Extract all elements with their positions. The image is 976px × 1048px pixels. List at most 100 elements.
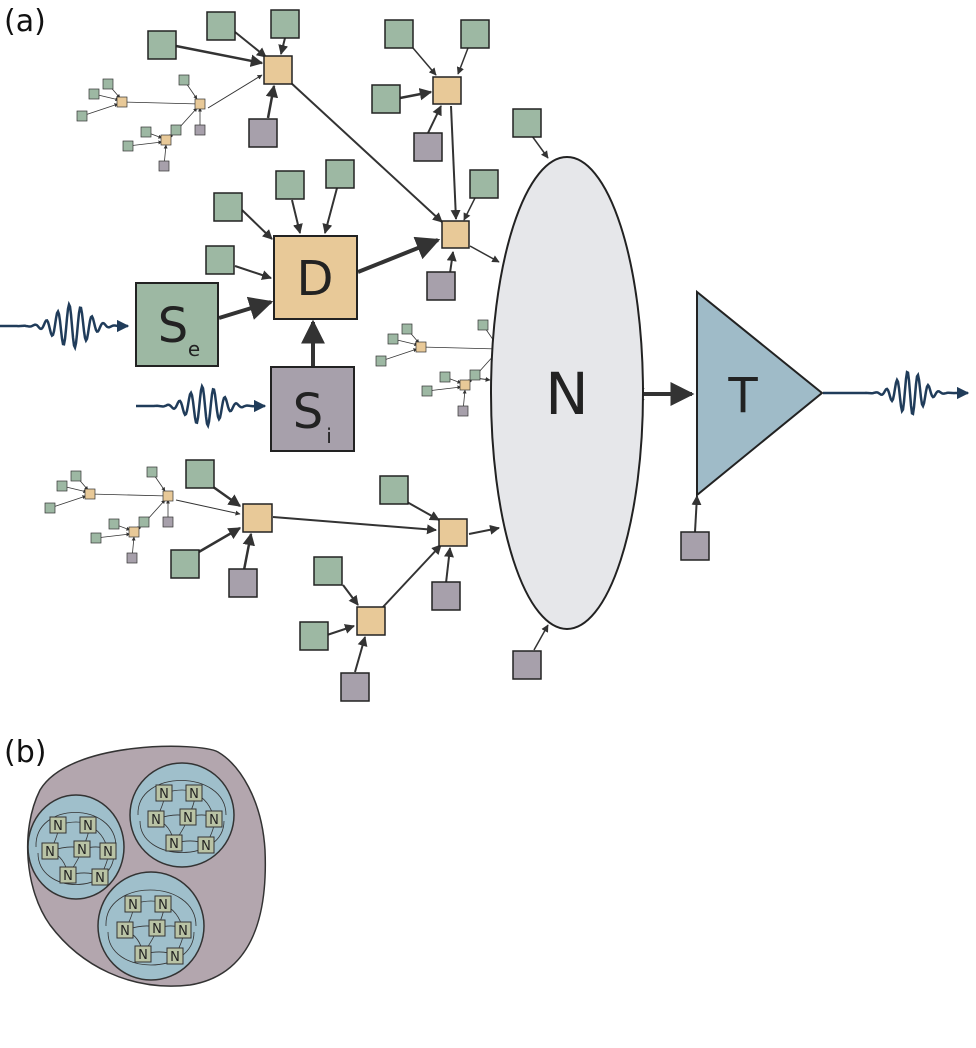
mini-network <box>375 319 505 417</box>
edge <box>469 245 500 263</box>
module-node-n-label: N <box>83 819 93 834</box>
mini-node-hub <box>84 488 96 500</box>
edge <box>468 524 500 535</box>
edge <box>241 209 273 240</box>
mini-network <box>76 74 206 172</box>
node-si-subscript: i <box>326 424 332 448</box>
edge <box>175 44 264 67</box>
mini-node-green <box>170 124 182 136</box>
edge <box>399 88 433 101</box>
module-node-n <box>49 816 67 834</box>
mini-node-green <box>90 532 102 544</box>
edge <box>326 624 355 636</box>
edge <box>446 251 457 274</box>
mini-node-green <box>76 110 88 122</box>
mini-node-hub <box>160 134 172 146</box>
mini-network <box>44 466 174 564</box>
module-node-n-label: N <box>201 839 211 854</box>
node-n-ellipse <box>490 156 644 630</box>
hub-node <box>263 55 293 85</box>
node-si-label: S <box>293 384 323 440</box>
mini-node-purple <box>457 405 469 417</box>
edge <box>175 499 241 516</box>
input-node-green <box>512 108 542 138</box>
node-t-triangle <box>696 289 824 498</box>
module-node-n <box>116 921 134 939</box>
input-node-green <box>206 11 236 41</box>
edge <box>234 265 272 280</box>
mini-edge <box>127 140 163 147</box>
input-node-green <box>270 9 300 39</box>
mini-node-green <box>138 516 150 528</box>
mini-node-green <box>122 140 134 152</box>
mini-node-green <box>70 470 82 482</box>
edge <box>342 584 359 606</box>
module-node-n <box>179 808 197 826</box>
module-link <box>37 852 115 885</box>
module-node-n-label: N <box>128 898 138 913</box>
node-d-box <box>273 235 358 320</box>
module-node-n-label: N <box>103 845 113 860</box>
module-link <box>35 812 117 848</box>
input-node-purple <box>228 568 258 598</box>
module-node-n-label: N <box>189 787 199 802</box>
input-node-green <box>147 30 177 60</box>
input-node-green <box>384 19 414 49</box>
small-boxes-group <box>147 9 710 702</box>
module-node-n-label: N <box>95 871 105 886</box>
panel-label-a: (a) <box>4 4 46 39</box>
edge <box>291 199 303 234</box>
module-node-n-label: N <box>170 950 180 965</box>
node-se-label: S <box>158 298 188 354</box>
edge <box>463 197 476 221</box>
output-signal-wave <box>823 370 970 416</box>
edge <box>382 544 442 608</box>
hub-node <box>242 503 273 533</box>
input-node-green <box>170 549 200 579</box>
module-node-n-label: N <box>138 948 148 963</box>
module-node-n <box>124 895 142 913</box>
mini-edge <box>420 346 500 351</box>
mini-node-green <box>375 355 387 367</box>
edge <box>322 187 338 234</box>
mini-node-green <box>439 371 451 383</box>
input-node-purple <box>413 132 443 162</box>
module-link <box>105 889 197 927</box>
mini-node-green <box>387 333 399 345</box>
module-node-n-label: N <box>158 898 168 913</box>
signals-group <box>0 300 970 430</box>
input-node-green <box>313 556 343 586</box>
module-node-n-label: N <box>63 869 73 884</box>
module-node-n <box>59 866 77 884</box>
module-node-n-label: N <box>45 845 55 860</box>
mini-node-purple <box>194 124 206 136</box>
module-node-n <box>185 784 203 802</box>
hub-node <box>438 518 468 547</box>
module-node-n-label: N <box>169 837 179 852</box>
node-se-box <box>135 282 219 367</box>
module-node-n-label: N <box>152 922 162 937</box>
node-se-subscript: e <box>188 337 200 361</box>
input-signal-e-wave <box>0 300 130 352</box>
edge <box>196 526 242 555</box>
mini-node-green <box>421 385 433 397</box>
edge <box>533 624 549 651</box>
mini-node-green <box>140 126 152 138</box>
input-node-purple <box>426 271 456 301</box>
input-node-green <box>460 19 490 49</box>
edge <box>265 84 279 119</box>
node-t-label: T <box>727 368 758 424</box>
node-d-label: D <box>297 251 334 307</box>
module-node-n <box>91 868 109 886</box>
mini-edge <box>426 385 462 392</box>
module-node-n <box>174 921 192 939</box>
edge <box>272 516 437 535</box>
input-node-green <box>185 459 215 489</box>
mini-edge <box>89 493 169 498</box>
input-node-purple <box>340 672 370 702</box>
mini-node-green <box>56 480 68 492</box>
